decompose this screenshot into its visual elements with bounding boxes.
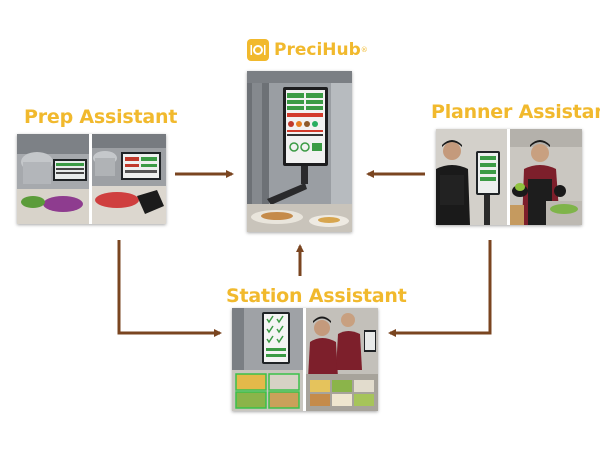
brand-registered-mark: ®	[360, 46, 368, 54]
precihub-brand: PreciHub®	[247, 39, 368, 61]
brand-name: PreciHub	[274, 40, 361, 60]
arrow-planner-to-station	[388, 240, 492, 337]
prep-assistant-label: Prep Assistant	[24, 106, 178, 128]
arrow-prep-to-station	[117, 240, 222, 337]
station-assistant-photo	[232, 308, 378, 411]
planner-assistant-photo	[436, 129, 582, 225]
precihub-photo	[247, 71, 352, 232]
prep-assistant-photo	[17, 134, 166, 224]
plate-utensils-icon	[247, 39, 269, 61]
station-assistant-label: Station Assistant	[226, 285, 407, 307]
planner-assistant-label: Planner Assistant	[431, 101, 600, 123]
